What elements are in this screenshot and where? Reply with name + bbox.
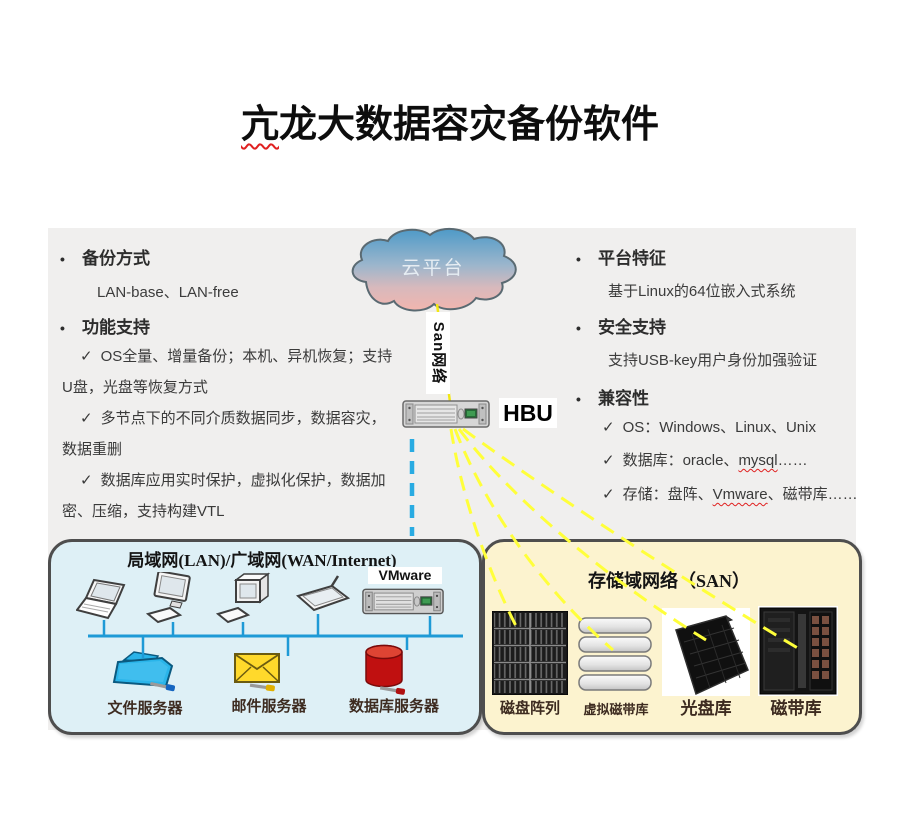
platform-sub: 基于Linux的64位嵌入式系统 xyxy=(608,283,796,300)
compat-heading: 兼容性 xyxy=(598,389,649,408)
optical-disc-library-icon xyxy=(662,608,750,696)
check-icon: ✓ xyxy=(602,452,615,469)
check-icon: ✓ xyxy=(80,410,93,427)
compat-os-text: OS：Windows、Linux、Unix xyxy=(622,419,816,436)
tape-library-icon xyxy=(758,606,838,696)
platform-heading: 平台特征 xyxy=(598,249,666,268)
cloud-label: 云平台 xyxy=(401,258,465,279)
compat-db-underlined: mysql xyxy=(738,452,778,469)
function-item-text: 数据库应用实时保护，虚拟化保护，数据加密、压缩，支持构建VTL xyxy=(62,472,386,520)
vmware-server-icon xyxy=(362,586,444,616)
function-heading-row: • 功能支持 xyxy=(60,313,150,338)
bullet-icon: • xyxy=(60,251,65,267)
virtual-tape-library-icon xyxy=(578,617,652,693)
san-box-title: 存储域网络（SAN） xyxy=(587,571,750,591)
compat-item-os: ✓ OS：Windows、Linux、Unix xyxy=(602,416,816,437)
workstation-icon xyxy=(216,572,274,624)
page-title: 亢龙大数据容灾备份软件 xyxy=(0,93,900,148)
virtual-tape-library-label: 虚拟磁带库 xyxy=(583,702,649,717)
compat-storage-suffix: 、磁带库…… xyxy=(767,486,858,503)
compat-heading-row: • 兼容性 xyxy=(576,384,649,409)
compat-item-storage: ✓ 存储：盘阵、Vmware、磁带库…… xyxy=(602,483,858,504)
mail-server-envelope-icon xyxy=(234,652,282,692)
function-item: ✓数据库应用实时保护，虚拟化保护，数据加密、压缩，支持构建VTL xyxy=(62,465,398,527)
laptop-icon xyxy=(76,578,138,624)
bullet-icon: • xyxy=(576,391,581,407)
bullet-icon: • xyxy=(60,320,65,336)
function-heading: 功能支持 xyxy=(82,318,150,337)
cloud-icon xyxy=(342,226,524,316)
san-network-link-label: San网络 xyxy=(426,312,450,394)
optical-disc-library-label: 光盘库 xyxy=(680,699,732,718)
check-icon: ✓ xyxy=(602,486,615,503)
check-icon: ✓ xyxy=(80,348,93,365)
tablet-icon xyxy=(290,574,352,616)
compat-storage-underlined: Vmware xyxy=(712,486,768,503)
check-icon: ✓ xyxy=(80,472,93,489)
security-sub: 支持USB-key用户身份加强验证 xyxy=(608,352,818,369)
hbu-label: HBU xyxy=(499,398,557,428)
bullet-icon: • xyxy=(576,251,581,267)
desktop-computer-icon xyxy=(146,572,202,624)
title-rest: 龙大数据容灾备份软件 xyxy=(279,104,660,146)
title-underlined-char: 亢 xyxy=(240,104,279,146)
compat-storage-prefix: 存储：盘阵、 xyxy=(622,486,713,503)
security-heading-row: • 安全支持 xyxy=(576,313,666,338)
compat-db-suffix: …… xyxy=(777,452,808,469)
check-icon: ✓ xyxy=(602,419,615,436)
mail-server-label: 邮件服务器 xyxy=(231,699,307,715)
file-server-folder-icon xyxy=(112,648,178,694)
hbu-server-icon xyxy=(402,398,490,429)
tape-library-label: 磁带库 xyxy=(770,699,822,718)
compat-item-db: ✓ 数据库：oracle、mysql…… xyxy=(602,449,808,470)
database-server-label: 数据库服务器 xyxy=(348,699,439,715)
function-item-text: OS全量、增量备份；本机、异机恢复；支持U盘，光盘等恢复方式 xyxy=(62,348,393,396)
security-heading: 安全支持 xyxy=(598,318,666,337)
platform-heading-row: • 平台特征 xyxy=(576,244,666,269)
disk-array-icon xyxy=(492,611,568,695)
database-server-icon xyxy=(362,642,406,696)
backup-sub: LAN-base、LAN-free xyxy=(97,284,239,301)
vmware-label: VMware xyxy=(368,567,442,584)
function-item-text: 多节点下的不同介质数据同步，数据容灾，数据重删 xyxy=(62,410,386,458)
backup-heading-row: • 备份方式 xyxy=(60,244,150,269)
backup-heading: 备份方式 xyxy=(82,249,150,268)
bullet-icon: • xyxy=(576,320,581,336)
lan-box-title: 局域网(LAN)/广域网(WAN/Internet) xyxy=(127,551,397,570)
compat-db-prefix: 数据库：oracle、 xyxy=(622,452,739,469)
disk-array-label: 磁盘阵列 xyxy=(499,701,560,717)
file-server-label: 文件服务器 xyxy=(107,701,183,717)
function-item: ✓多节点下的不同介质数据同步，数据容灾，数据重删 xyxy=(62,403,398,465)
function-item: ✓OS全量、增量备份；本机、异机恢复；支持U盘，光盘等恢复方式 xyxy=(62,341,398,403)
